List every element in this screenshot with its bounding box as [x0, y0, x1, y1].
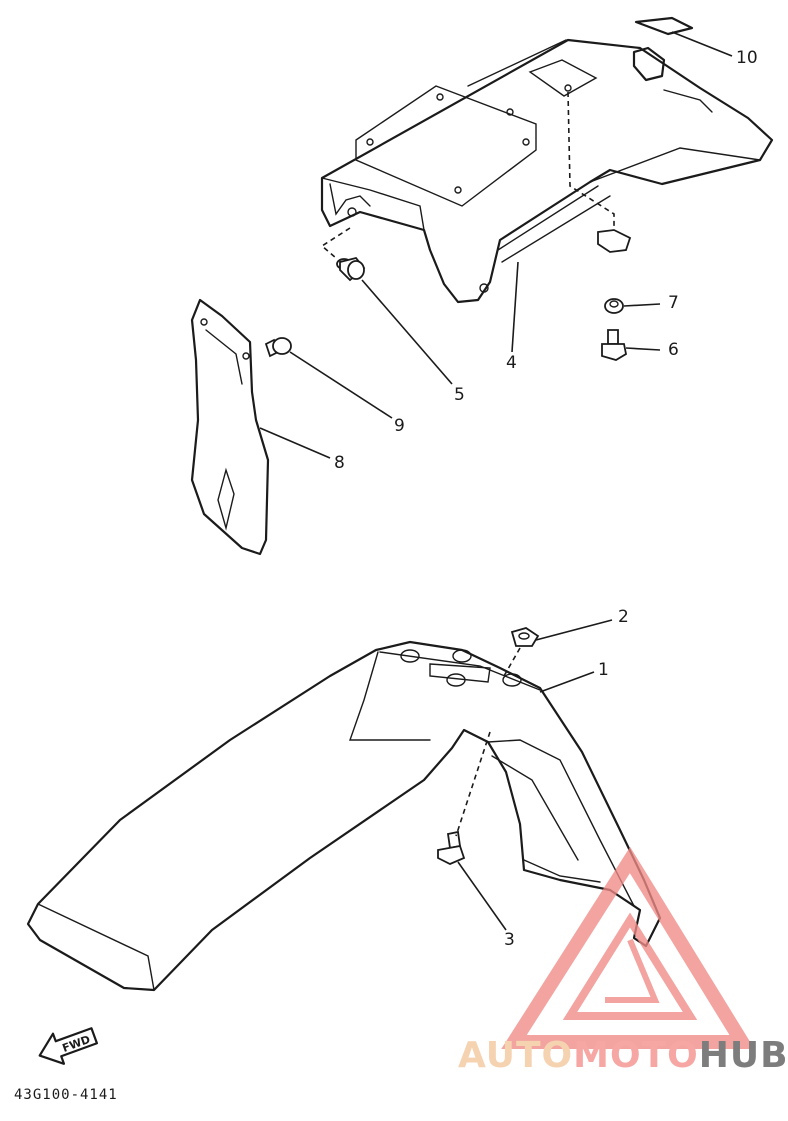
alignment-line-front-nut — [503, 647, 521, 677]
leader-2 — [535, 619, 613, 641]
watermark-part-3: HUB — [698, 1035, 788, 1076]
fender-nut-part — [510, 627, 540, 647]
leader-6 — [625, 347, 661, 351]
watermark-part-1: AUTO — [458, 1035, 574, 1076]
alignment-line-fender-nut — [567, 91, 615, 240]
callout-10: 10 — [736, 48, 758, 68]
leader-9 — [289, 351, 393, 419]
screw-part-9 — [264, 337, 292, 358]
callout-8: 8 — [334, 453, 345, 473]
leader-4 — [511, 261, 519, 353]
watermark-logo-icon — [501, 846, 755, 1049]
leader-8 — [259, 427, 331, 459]
leader-1 — [539, 671, 595, 693]
leader-10 — [671, 31, 733, 57]
clip-nut-part — [597, 229, 632, 314]
callout-9: 9 — [394, 416, 405, 436]
leader-7 — [623, 303, 661, 307]
callout-4: 4 — [506, 353, 517, 373]
bolt-part-6 — [601, 329, 628, 361]
leader-3 — [457, 861, 507, 931]
callout-7: 7 — [668, 293, 679, 313]
watermark-text: AUTOMOTOHUB — [458, 1038, 788, 1074]
callout-3: 3 — [504, 930, 515, 950]
callout-2: 2 — [618, 607, 629, 627]
grommet-part — [336, 256, 366, 282]
leader-5 — [361, 279, 453, 385]
callout-1: 1 — [598, 660, 609, 680]
front-fender — [26, 640, 662, 992]
fender-bolt-part — [437, 830, 466, 865]
alignment-line-grommet — [320, 227, 351, 259]
callout-6: 6 — [668, 340, 679, 360]
rear-flap-part — [632, 16, 694, 82]
diagram-reference-code: 43G100-4141 — [14, 1087, 118, 1103]
alignment-line-front-bolt — [455, 731, 491, 837]
callout-5: 5 — [454, 385, 465, 405]
forward-arrow-icon: FWD — [38, 1027, 99, 1065]
watermark-part-2: MOTO — [573, 1035, 699, 1076]
rear-fender — [320, 38, 774, 304]
side-panel-part — [190, 298, 270, 556]
